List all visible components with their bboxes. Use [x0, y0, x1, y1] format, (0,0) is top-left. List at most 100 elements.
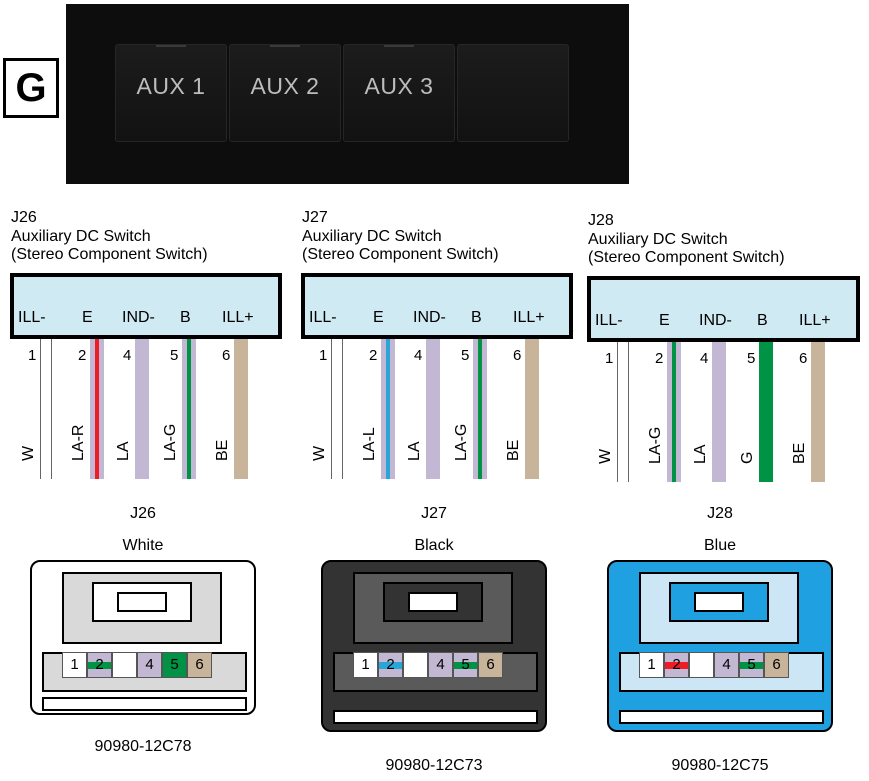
pin-number: 6 [222, 347, 231, 364]
pin-label: IND- [699, 312, 732, 329]
pin-number: 4 [700, 350, 709, 367]
wire-color-code: BE [505, 439, 522, 461]
cavity: 5 [739, 652, 764, 678]
cavity: 6 [187, 652, 212, 678]
wire [426, 339, 440, 479]
pin-label: E [659, 312, 670, 329]
pin-number: 6 [799, 350, 808, 367]
wire [381, 339, 395, 479]
connector-color: Blue [703, 537, 737, 554]
blank-button [457, 44, 569, 142]
cavity: 5 [162, 652, 187, 678]
connector-color: Black [414, 537, 454, 554]
cavity [403, 652, 428, 678]
pin-number: 1 [319, 347, 328, 364]
panel-title: Auxiliary DC Switch [302, 228, 442, 245]
connector-caption: J26 [130, 505, 156, 522]
wire [525, 339, 539, 479]
aux1-button: AUX 1 [115, 44, 227, 142]
panel-id: J27 [302, 209, 328, 226]
wire-color-code: W [311, 445, 328, 461]
aux3-label: AUX 3 [364, 73, 434, 99]
wire [811, 342, 825, 482]
connector-body [30, 560, 256, 715]
pin-number: 2 [78, 347, 87, 364]
pin-label: E [373, 309, 384, 326]
wire [135, 339, 149, 479]
panel-id: J26 [11, 209, 37, 226]
connector-body [321, 560, 547, 732]
pin-number: 5 [170, 347, 179, 364]
wire-color-code: W [597, 448, 614, 464]
pin-label: ILL+ [513, 309, 545, 326]
pin-number: 4 [123, 347, 132, 364]
part-number: 90980-12C73 [385, 757, 483, 774]
panel-subtitle: (Stereo Component Switch) [11, 246, 208, 263]
aux2-label: AUX 2 [250, 73, 320, 99]
wire-color-code: LA-G [647, 426, 664, 464]
cavity [112, 652, 137, 678]
pin-label: E [82, 309, 93, 326]
wire [234, 339, 248, 479]
panel-title: Auxiliary DC Switch [11, 228, 151, 245]
wire-color-code: BE [214, 439, 231, 461]
cavity: 6 [764, 652, 789, 678]
wire [90, 339, 104, 479]
wire-color-code: LA [406, 441, 423, 461]
section-badge: G [3, 58, 59, 118]
wire-color-code: W [20, 445, 37, 461]
part-number: 90980-12C75 [671, 757, 769, 774]
cavity: 5 [453, 652, 478, 678]
part-number: 90980-12C78 [94, 738, 192, 755]
pin-number: 2 [655, 350, 664, 367]
wire [473, 339, 487, 479]
pin-label: ILL- [595, 312, 623, 329]
cavity: 4 [137, 652, 162, 678]
panel-subtitle: (Stereo Component Switch) [588, 249, 785, 266]
connector-header [301, 273, 573, 339]
cavity [689, 652, 714, 678]
wire [667, 342, 681, 482]
wire [617, 342, 629, 482]
wire [712, 342, 726, 482]
panel-id: J28 [588, 212, 614, 229]
wire-color-code: LA-R [70, 424, 87, 461]
pin-label: B [180, 309, 191, 326]
cavity: 2 [87, 652, 112, 678]
connector-body [607, 560, 833, 732]
cavity: 1 [62, 652, 87, 678]
pin-label: B [757, 312, 768, 329]
wire-color-code: LA [692, 444, 709, 464]
wire-color-code: LA-L [361, 427, 378, 461]
wire-color-code: BE [791, 442, 808, 464]
pin-label: B [471, 309, 482, 326]
pin-label: ILL- [18, 309, 46, 326]
pin-label: IND- [413, 309, 446, 326]
aux1-label: AUX 1 [136, 73, 206, 99]
panel-subtitle: (Stereo Component Switch) [302, 246, 499, 263]
wire-color-code: LA-G [453, 423, 470, 461]
panel-title: Auxiliary DC Switch [588, 231, 728, 248]
cavity: 2 [378, 652, 403, 678]
connector-color: White [122, 537, 164, 554]
wire [331, 339, 343, 479]
pin-number: 1 [28, 347, 37, 364]
pin-number: 2 [369, 347, 378, 364]
cavity: 4 [428, 652, 453, 678]
wire [40, 339, 52, 479]
pin-label: ILL+ [799, 312, 831, 329]
wire [759, 342, 773, 482]
connector-caption: J28 [707, 505, 733, 522]
cavity: 1 [639, 652, 664, 678]
wire-color-code: LA [115, 441, 132, 461]
pin-number: 6 [513, 347, 522, 364]
connector-header [10, 273, 282, 339]
pin-number: 1 [605, 350, 614, 367]
cavity: 2 [664, 652, 689, 678]
pin-label: ILL- [309, 309, 337, 326]
connector-caption: J27 [421, 505, 447, 522]
aux3-button: AUX 3 [343, 44, 455, 142]
pin-label: ILL+ [222, 309, 254, 326]
pin-number: 5 [461, 347, 470, 364]
connector-header [587, 276, 860, 342]
